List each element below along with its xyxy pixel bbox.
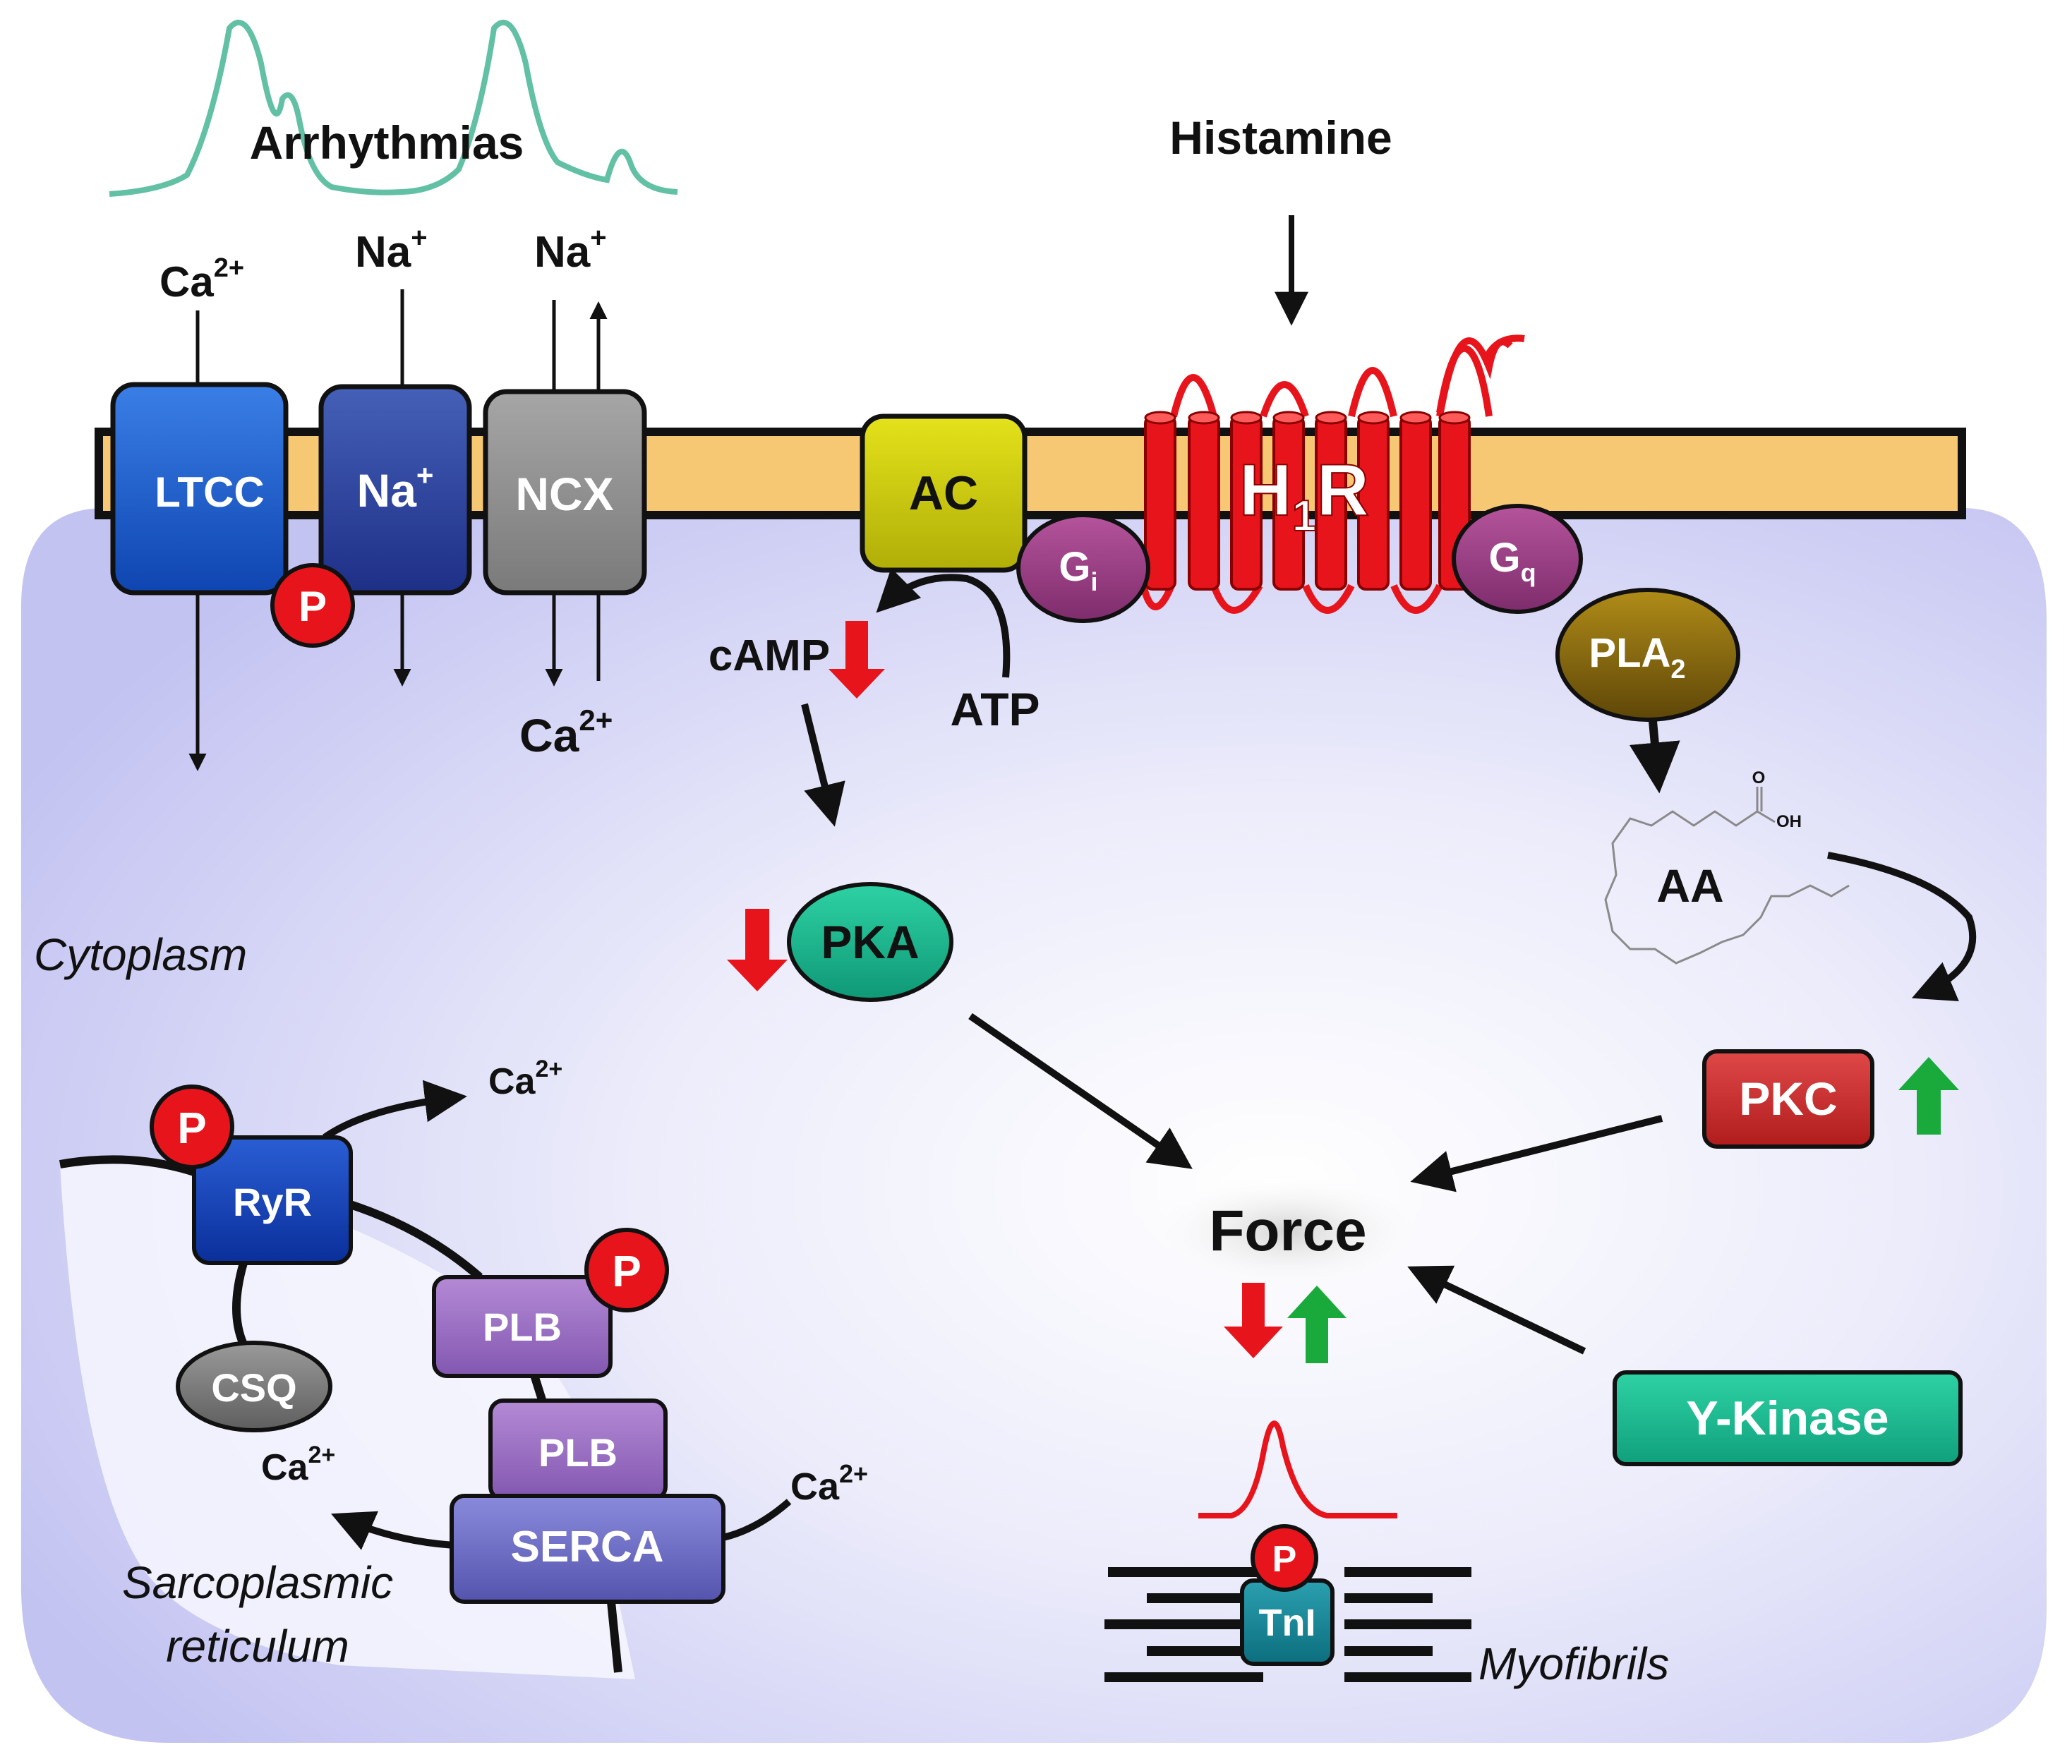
ca-label-ncx: Ca2+ <box>519 703 613 761</box>
aa-oxygen-label: O <box>1752 768 1766 787</box>
ykinase-to-force-arrow <box>1407 1265 1586 1355</box>
gq-protein: Gq <box>1452 504 1583 614</box>
ca-label-ryr: Ca2+ <box>488 1056 562 1102</box>
plb-upper-label: PLB <box>483 1305 562 1349</box>
sr-label-line1: Sarcoplasmic <box>122 1557 393 1608</box>
ryr-channel: RyR <box>192 1135 353 1265</box>
serca-tail <box>607 1601 622 1673</box>
pkc-label: PKC <box>1739 1073 1837 1125</box>
force-decrease-arrow <box>1224 1283 1283 1358</box>
atp-label: ATP <box>950 683 1040 735</box>
serca-pump: SERCA <box>450 1494 725 1604</box>
ca-label-serca: Ca2+ <box>790 1459 868 1508</box>
sr-label-line2: reticulum <box>166 1621 349 1672</box>
arachidonic-acid-structure <box>1604 787 1850 965</box>
h1r-label: H1R <box>1239 449 1370 540</box>
histamine-label: Histamine <box>1169 111 1392 164</box>
ltcc-phospho-badge: P <box>270 563 355 648</box>
pka-decrease-arrow <box>727 909 788 991</box>
serca-ca-release-arrow <box>331 1511 456 1550</box>
arrhythmias-label: Arrhythmias <box>250 116 524 169</box>
ryr-plb-link <box>344 1199 483 1281</box>
na-label-2: Na+ <box>534 222 607 277</box>
na-label-1: Na+ <box>355 222 428 277</box>
camp-label: cAMP <box>709 632 830 680</box>
plb-phospho-badge: P <box>584 1228 669 1312</box>
ncx-exchanger: NCX <box>483 389 647 596</box>
aa-label: AA <box>1656 859 1723 912</box>
tni-phospho-badge: P <box>1251 1524 1318 1592</box>
atp-to-camp-arrow <box>876 567 1011 678</box>
ncx-label: NCX <box>515 468 613 520</box>
plb-lower: PLB <box>488 1398 668 1502</box>
tni-label: TnI <box>1259 1602 1316 1644</box>
cytoplasm-label: Cytoplasm <box>34 929 247 980</box>
na-channel-label: Na+ <box>357 459 434 516</box>
csq-protein: CSQ <box>176 1341 332 1432</box>
force-label: Force <box>1209 1199 1366 1263</box>
arrhythmia-trace <box>109 19 678 197</box>
aa-to-pkc-arrow <box>1827 852 1977 1002</box>
ryr-csq-link <box>232 1262 248 1346</box>
aa-hydroxyl-label: OH <box>1776 812 1802 831</box>
pla2-enzyme: PLA2 <box>1555 588 1740 722</box>
pka-to-force-arrow <box>968 1013 1193 1169</box>
tni-phospho-label: P <box>1272 1539 1297 1580</box>
pka-kinase: PKA <box>787 882 953 1002</box>
ca-label-csq: Ca2+ <box>261 1442 335 1488</box>
plb-lower-label: PLB <box>538 1430 618 1475</box>
ltcc-phospho-label: P <box>299 583 327 630</box>
csq-label: CSQ <box>211 1365 296 1410</box>
ryr-label: RyR <box>233 1180 312 1224</box>
pkc-to-force-arrow <box>1410 1115 1663 1192</box>
y-kinase: Y-Kinase <box>1613 1370 1963 1466</box>
y-kinase-label: Y-Kinase <box>1686 1391 1889 1445</box>
serca-label: SERCA <box>510 1523 663 1571</box>
plb-phospho-label: P <box>612 1248 641 1296</box>
ryr-phospho-label: P <box>177 1104 206 1153</box>
ryr-phospho-badge: P <box>150 1085 234 1169</box>
pla2-to-aa-arrow <box>1629 720 1680 794</box>
troponin-i: TnI <box>1240 1578 1335 1666</box>
pla2-label: PLA2 <box>1589 630 1685 684</box>
ryr-ca-release-arrow <box>323 1080 467 1141</box>
force-glow <box>1147 1171 1429 1291</box>
myofibrils-label: Myofibrils <box>1478 1638 1669 1689</box>
camp-decrease-arrow <box>829 621 885 699</box>
gi-protein: Gi <box>1016 513 1150 623</box>
serca-ca-uptake-arrow <box>718 1499 792 1542</box>
force-increase-arrow <box>1287 1286 1347 1363</box>
adenylyl-cyclase: AC <box>860 413 1028 573</box>
na-channel: Na+ <box>318 384 472 596</box>
ltcc-channel: LTCC <box>110 382 289 596</box>
camp-to-pka-arrow <box>801 703 845 827</box>
pkc-increase-arrow <box>1898 1057 1959 1135</box>
ca-label-ltcc: Ca2+ <box>159 253 244 306</box>
gq-label: Gq <box>1488 535 1536 587</box>
plb-upper: PLB <box>432 1275 613 1378</box>
ltcc-label: LTCC <box>155 469 265 516</box>
pka-label: PKA <box>821 916 919 968</box>
force-trace <box>1198 1420 1397 1518</box>
ac-label: AC <box>909 466 978 520</box>
pkc-kinase: PKC <box>1702 1049 1874 1149</box>
gi-label: Gi <box>1059 544 1097 596</box>
